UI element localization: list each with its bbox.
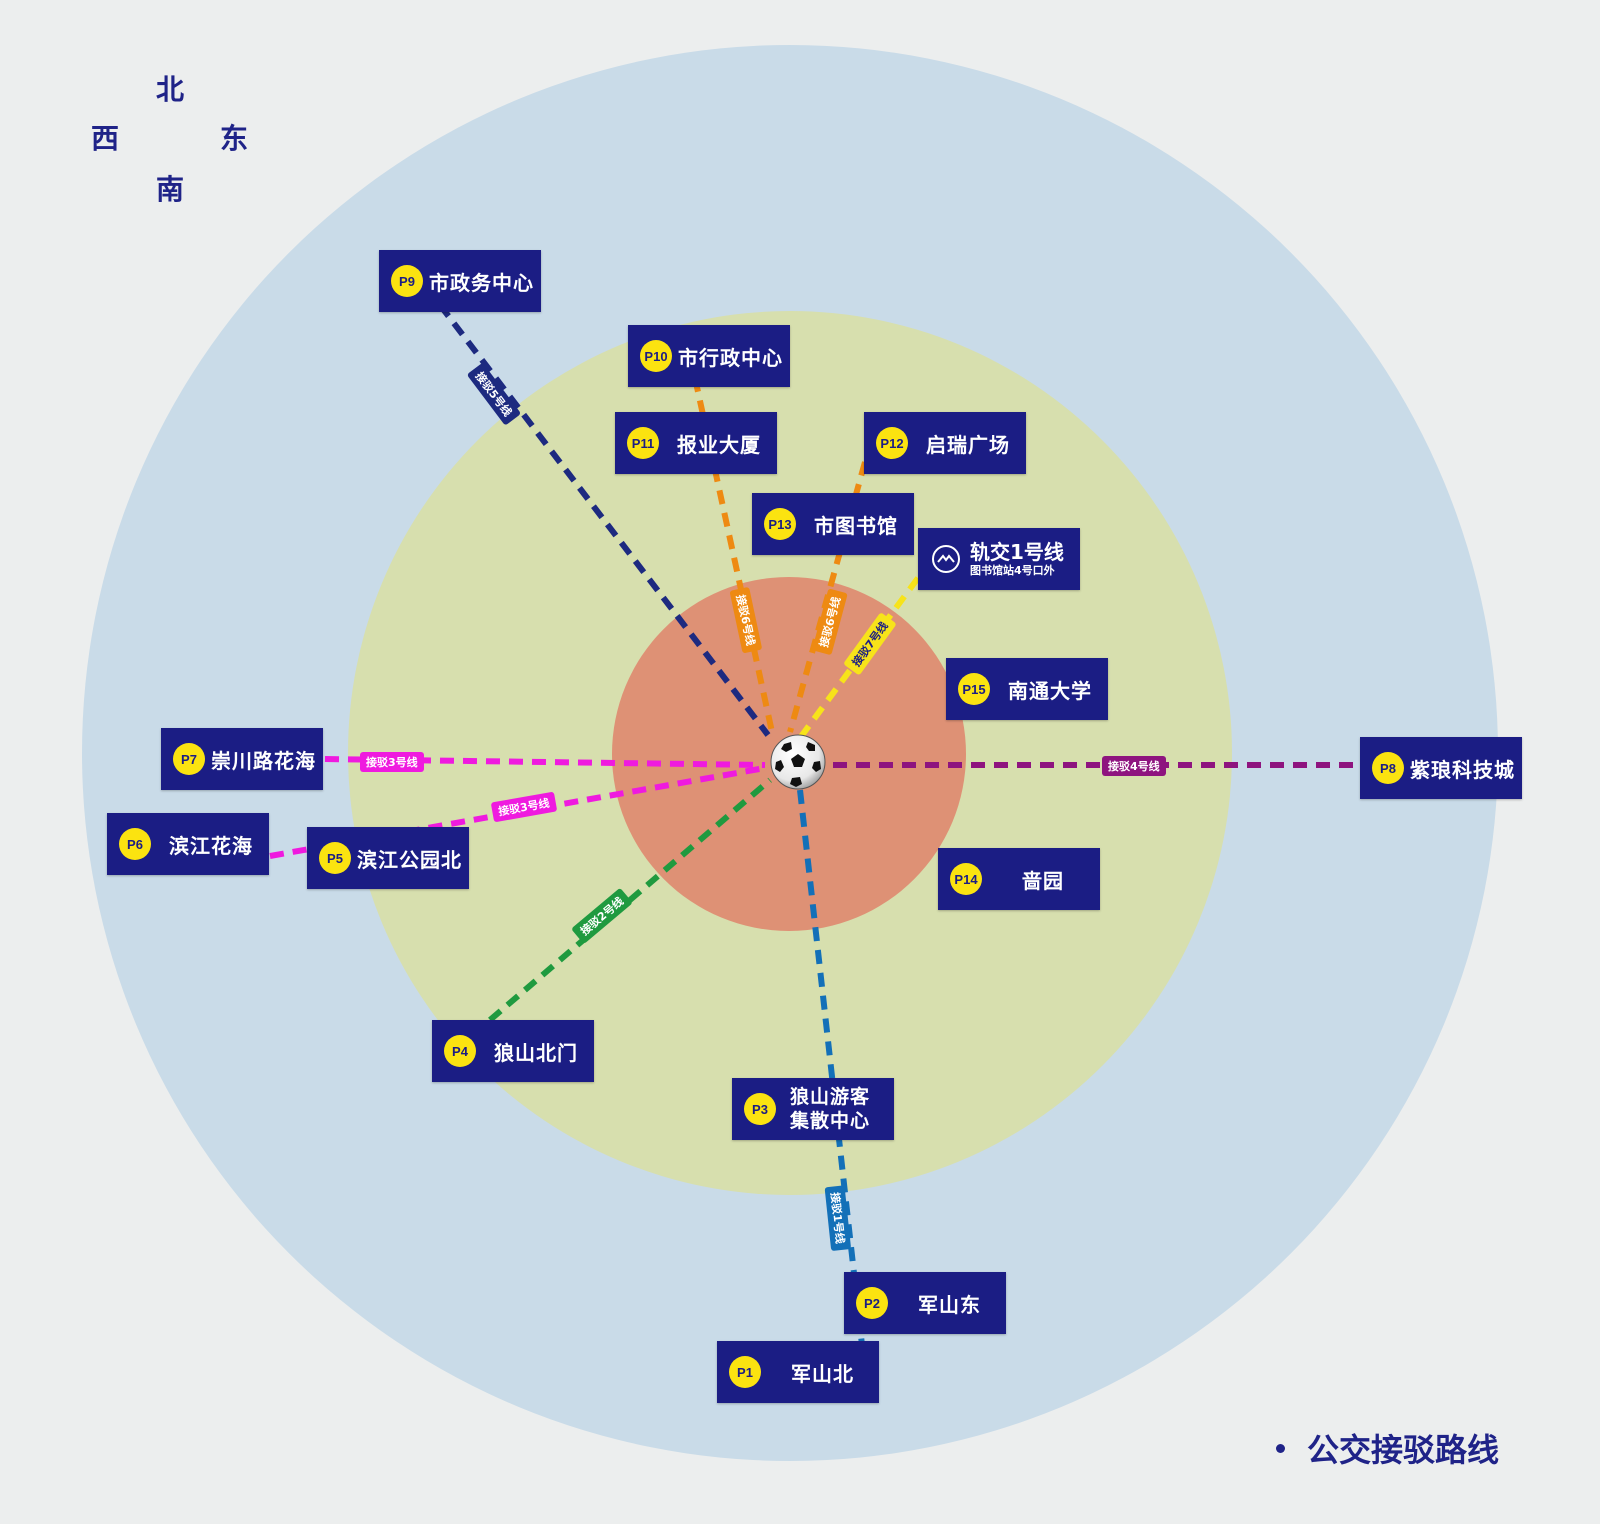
stop-badge: P5 <box>319 842 351 874</box>
stop-p14[interactable]: P14 啬园 <box>938 848 1100 910</box>
stop-p2[interactable]: P2 军山东 <box>844 1272 1006 1334</box>
stop-name: 市政务中心 <box>429 270 534 295</box>
stop-name: 军山北 <box>791 1361 854 1386</box>
stop-badge: P12 <box>876 427 908 459</box>
stop-name-line1: 狼山游客 <box>790 1086 871 1108</box>
legend-bullet-icon <box>1276 1443 1285 1453</box>
stop-p11[interactable]: P11 报业大厦 <box>615 412 777 474</box>
stop-name: 滨江公园北 <box>357 847 462 872</box>
stop-badge: P7 <box>173 743 205 775</box>
stop-badge: P3 <box>744 1093 776 1125</box>
stop-badge: P1 <box>729 1356 761 1388</box>
metro-subtitle: 图书馆站4号口外 <box>970 564 1055 577</box>
stop-name: 崇川路花海 <box>211 748 316 773</box>
stop-badge: P11 <box>627 427 659 459</box>
stop-name: 滨江花海 <box>169 833 253 858</box>
stop-badge: P14 <box>950 863 982 895</box>
stop-p6[interactable]: P6 滨江花海 <box>107 813 269 875</box>
route-tag-4[interactable]: 接驳4号线 <box>1102 756 1166 776</box>
stop-p3[interactable]: P3 狼山游客 集散中心 <box>732 1078 894 1140</box>
stop-name: 啬园 <box>1022 868 1064 893</box>
stop-name: 军山东 <box>918 1292 981 1317</box>
stop-badge: P2 <box>856 1287 888 1319</box>
stop-name: 紫琅科技城 <box>1410 757 1515 782</box>
stop-p9[interactable]: P9 市政务中心 <box>379 250 541 312</box>
route-tag-3a[interactable]: 接驳3号线 <box>360 752 424 772</box>
stop-badge: P8 <box>1372 752 1404 784</box>
metro-title: 轨交1号线 <box>970 540 1064 564</box>
compass-east: 东 <box>220 122 249 155</box>
stop-p15[interactable]: P15 南通大学 <box>946 658 1108 720</box>
stop-name: 南通大学 <box>1008 678 1092 703</box>
stop-p4[interactable]: P4 狼山北门 <box>432 1020 594 1082</box>
stop-p10[interactable]: P10 市行政中心 <box>628 325 790 387</box>
stop-name: 报业大厦 <box>677 432 761 457</box>
stop-p8[interactable]: P8 紫琅科技城 <box>1360 737 1522 799</box>
stop-p1[interactable]: P1 军山北 <box>717 1341 879 1403</box>
stop-p5[interactable]: P5 滨江公园北 <box>307 827 469 889</box>
stop-p12[interactable]: P12 启瑞广场 <box>864 412 1026 474</box>
metro-line-1-stop[interactable]: 轨交1号线 图书馆站4号口外 <box>918 528 1080 590</box>
stop-badge: P9 <box>391 265 423 297</box>
stop-name: 市图书馆 <box>814 513 898 538</box>
compass-west: 西 <box>91 122 120 155</box>
stop-badge: P15 <box>958 673 990 705</box>
stop-name: 市行政中心 <box>678 345 783 370</box>
compass-south: 南 <box>156 173 185 206</box>
metro-logo-icon <box>932 545 960 573</box>
stop-badge: P13 <box>764 508 796 540</box>
stop-name: 狼山北门 <box>494 1040 578 1065</box>
stop-p7[interactable]: P7 崇川路花海 <box>161 728 323 790</box>
stop-badge: P6 <box>119 828 151 860</box>
legend: 公交接驳路线 <box>1276 1425 1499 1471</box>
legend-label: 公交接驳路线 <box>1307 1431 1500 1469</box>
stop-name-line2: 集散中心 <box>790 1110 871 1132</box>
route-3b-line <box>269 765 766 859</box>
stop-badge: P10 <box>640 340 672 372</box>
stop-p13[interactable]: P13 市图书馆 <box>752 493 914 555</box>
route-5-line <box>437 303 771 737</box>
stop-badge: P4 <box>444 1035 476 1067</box>
stop-name: 启瑞广场 <box>926 432 1010 457</box>
soccer-ball-icon <box>770 734 826 790</box>
compass-north: 北 <box>156 73 185 106</box>
route-6a-line <box>692 377 775 733</box>
route-1-line <box>797 789 865 1346</box>
